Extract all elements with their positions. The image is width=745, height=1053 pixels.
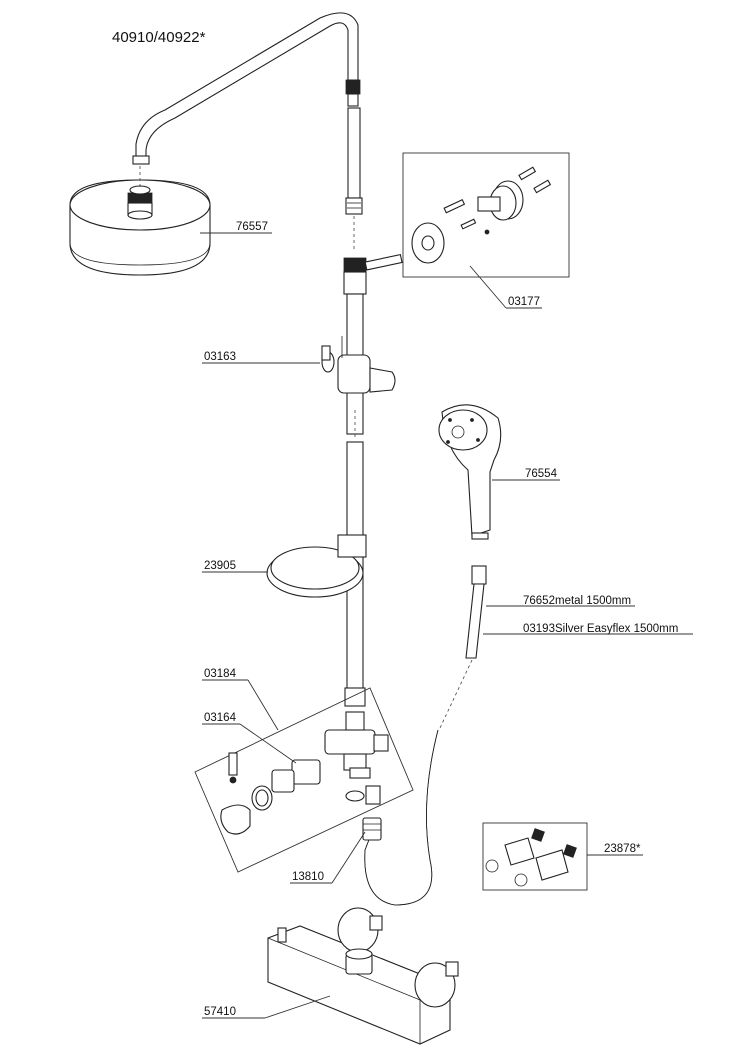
part-number-03193: 03193 xyxy=(523,623,555,635)
diverter-kit xyxy=(194,687,414,873)
part-label-03163: 03163 xyxy=(204,351,236,363)
main-riser-rail xyxy=(343,253,403,707)
wall-bracket-kit xyxy=(402,152,570,278)
leader-57410-tail xyxy=(264,995,331,1019)
leader-03164-tail xyxy=(239,723,297,764)
part-label-76554: 76554 xyxy=(525,468,558,480)
slider-holder xyxy=(321,336,396,394)
part-label-03177: 03177 xyxy=(508,296,540,308)
part-label-76557: 76557 xyxy=(236,221,268,233)
part-label-23905: 23905 xyxy=(204,560,236,572)
leader-13810-tail xyxy=(331,831,366,884)
upper-riser-tube xyxy=(345,107,363,252)
part-note-03193: Silver Easyflex 1500mm xyxy=(555,623,678,635)
part-label-57410: 57410 xyxy=(204,1006,236,1018)
leader-03177 xyxy=(469,265,507,309)
part-label-13810: 13810 xyxy=(292,871,324,883)
hand-shower xyxy=(438,404,502,540)
part-label-23878: 23878* xyxy=(604,843,641,855)
model-number-title: 40910/40922* xyxy=(112,29,206,46)
s-union-kit xyxy=(482,822,588,891)
connection-nut xyxy=(362,817,382,841)
part-label-03193: 03193Silver Easyflex 1500mm xyxy=(523,623,678,635)
rain-shower-head xyxy=(69,166,211,276)
thermostat-mixer xyxy=(267,907,459,1045)
part-note-76652: metal 1500mm xyxy=(555,595,631,607)
shower-arm xyxy=(132,12,361,165)
part-number-76652: 76652 xyxy=(523,595,555,607)
soap-dish xyxy=(266,534,367,598)
shower-hose xyxy=(364,565,487,906)
part-label-03184: 03184 xyxy=(204,668,237,680)
leader-03184-tail xyxy=(247,679,279,731)
part-label-03164: 03164 xyxy=(204,712,237,724)
part-label-76652: 76652metal 1500mm xyxy=(523,595,631,607)
